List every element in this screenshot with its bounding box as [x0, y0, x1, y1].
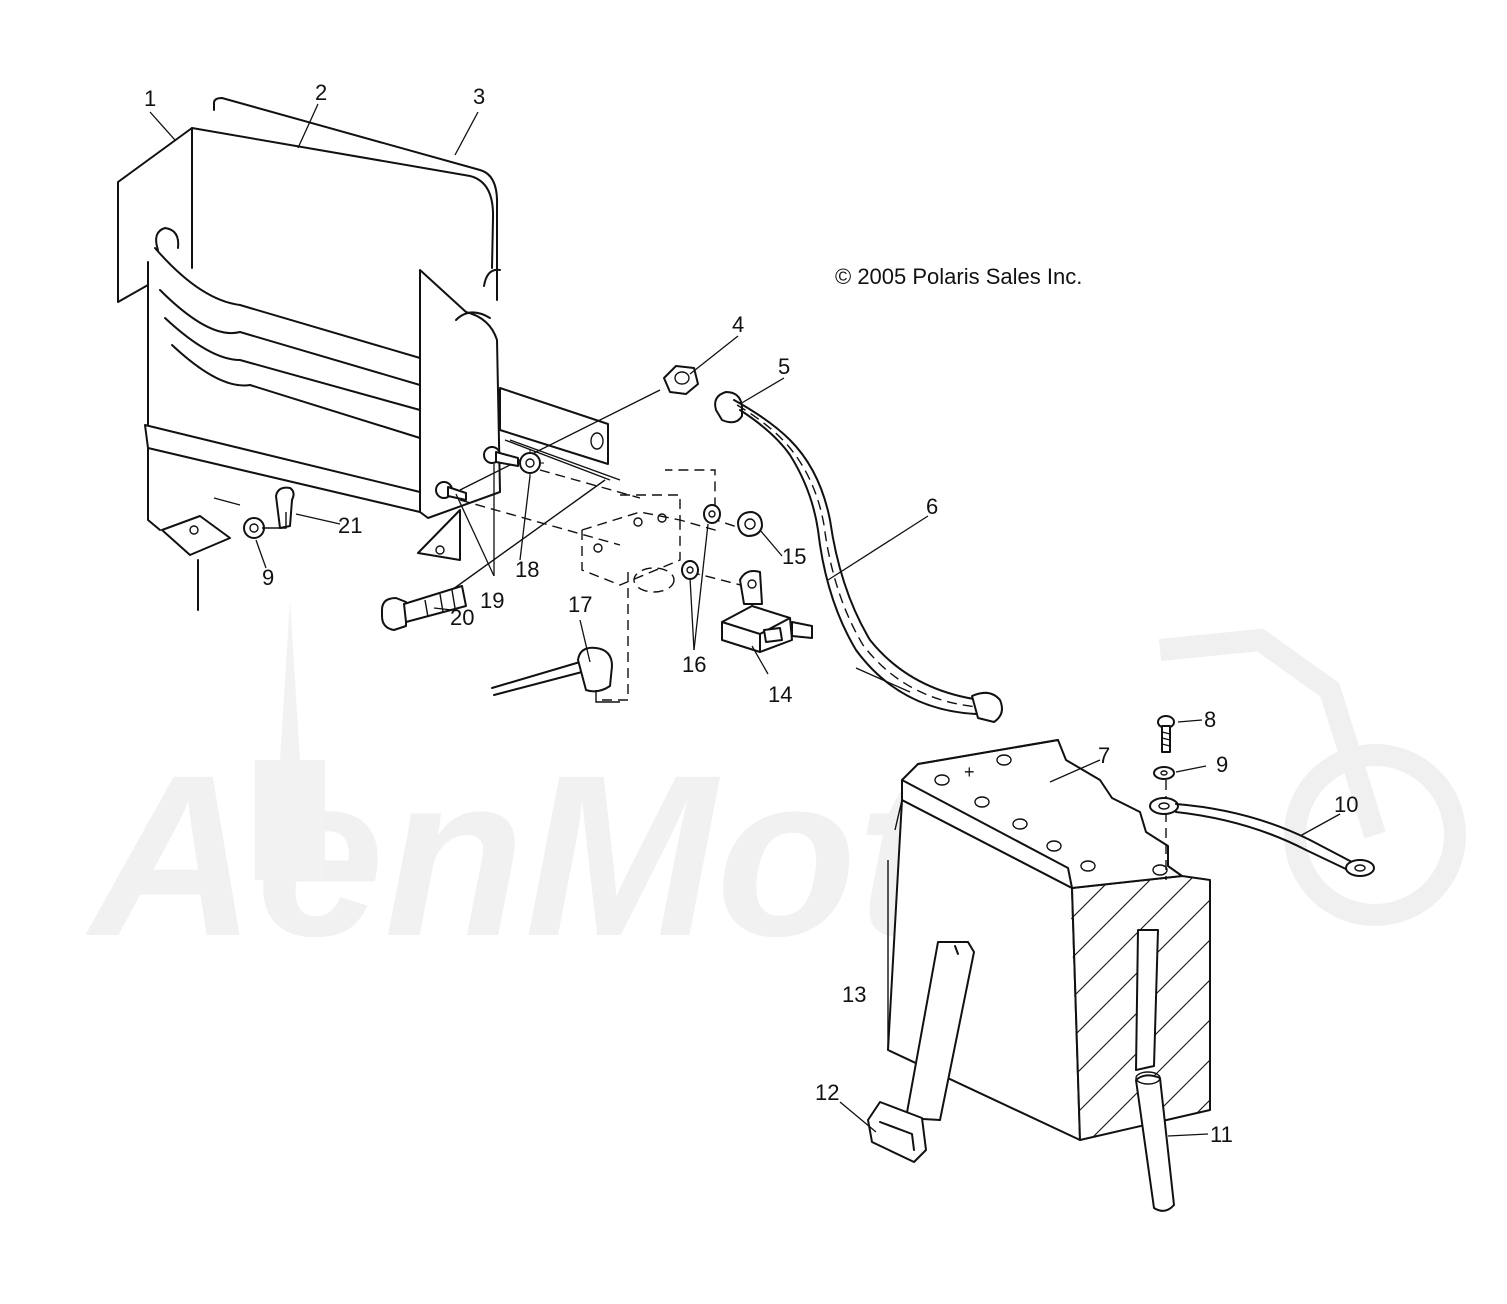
screws-part-19 [435, 446, 519, 501]
callout-6: 6 [926, 494, 938, 519]
bolt-part-20 [381, 585, 467, 631]
relay-mount-plate [504, 439, 716, 701]
nut-part-4 [663, 365, 699, 395]
star-washer-right-part-9 [1153, 766, 1175, 780]
callout-labels: 1 2 3 4 5 6 7 8 9 9 10 11 12 13 14 15 16… [144, 80, 1358, 1147]
callout-4: 4 [732, 312, 744, 337]
callout-7: 7 [1098, 743, 1110, 768]
battery-cable-negative-part-10 [1149, 797, 1375, 877]
battery-box [117, 97, 609, 611]
callout-12: 12 [815, 1080, 839, 1105]
callout-5: 5 [778, 354, 790, 379]
callout-9-left: 9 [262, 565, 274, 590]
callout-17: 17 [568, 592, 592, 617]
battery-strap-part-13 [905, 941, 975, 1121]
nut-part-15 [737, 511, 763, 537]
callout-20: 20 [450, 605, 474, 630]
callout-8: 8 [1204, 707, 1216, 732]
strap-buckle-part-12 [867, 1101, 927, 1163]
callout-2: 2 [315, 80, 327, 105]
screw-part-8 [1157, 715, 1175, 753]
vent-hose-part-11 [1135, 929, 1175, 1212]
watermark-tower-icon [255, 600, 325, 880]
copyright-text: © 2005 Polaris Sales Inc. [835, 264, 1082, 289]
callout-3: 3 [473, 84, 485, 109]
callout-1: 1 [144, 86, 156, 111]
callout-16: 16 [682, 652, 706, 677]
leader-lines [149, 103, 1341, 1137]
cable-boot-part-17 [491, 646, 620, 703]
callout-19: 19 [480, 588, 504, 613]
callout-11: 11 [1210, 1122, 1233, 1147]
callout-13: 13 [842, 982, 866, 1007]
washers-part-16 [681, 504, 721, 580]
watermark: AenMoto [85, 600, 1466, 984]
battery-cable-positive [714, 391, 1003, 723]
battery-positive-mark: + [964, 762, 975, 782]
callout-9-right: 9 [1216, 752, 1228, 777]
callout-10: 10 [1334, 792, 1358, 817]
callout-15: 15 [782, 544, 806, 569]
watermark-motorcycle-icon [1158, 628, 1466, 926]
callout-18: 18 [515, 557, 539, 582]
callout-21: 21 [338, 513, 362, 538]
star-washer-left-part-9 [243, 512, 287, 539]
relay-part-14 [721, 570, 813, 653]
callout-14: 14 [768, 682, 792, 707]
screw-part-21 [275, 486, 295, 529]
